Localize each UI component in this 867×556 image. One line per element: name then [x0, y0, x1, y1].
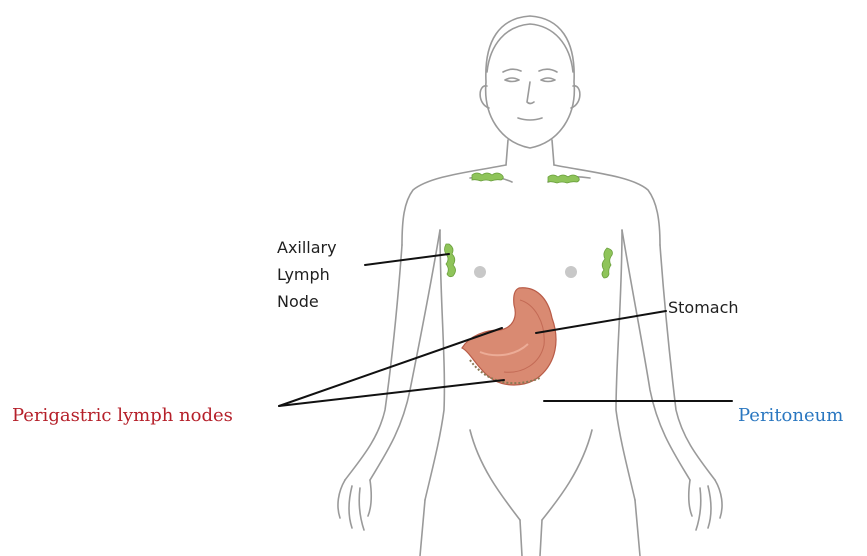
perigastric-leader-lower	[279, 380, 504, 406]
left-axillary-node	[445, 244, 456, 277]
left-nipple	[474, 266, 486, 278]
left-clavicular-node	[472, 173, 503, 181]
body-outline	[338, 16, 722, 556]
axillary-lymph-node-label: Axillary Lymph Node	[277, 234, 337, 315]
axillary-label-line-3: Node	[277, 288, 337, 315]
perigastric-leader-upper	[279, 328, 502, 406]
perigastric-lymph-nodes-label: Perigastric lymph nodes	[12, 406, 233, 427]
right-clavicular-node	[548, 175, 579, 183]
right-nipple	[565, 266, 577, 278]
axillary-label-line-2: Lymph	[277, 261, 337, 288]
stomach-leader	[536, 311, 666, 333]
stomach-label: Stomach	[668, 299, 739, 317]
lymph-nodes	[445, 173, 613, 278]
peritoneum-label: Peritoneum	[738, 406, 843, 427]
axillary-label-line-1: Axillary	[277, 234, 337, 261]
axillary-leader	[365, 254, 449, 265]
right-axillary-node	[602, 248, 612, 278]
